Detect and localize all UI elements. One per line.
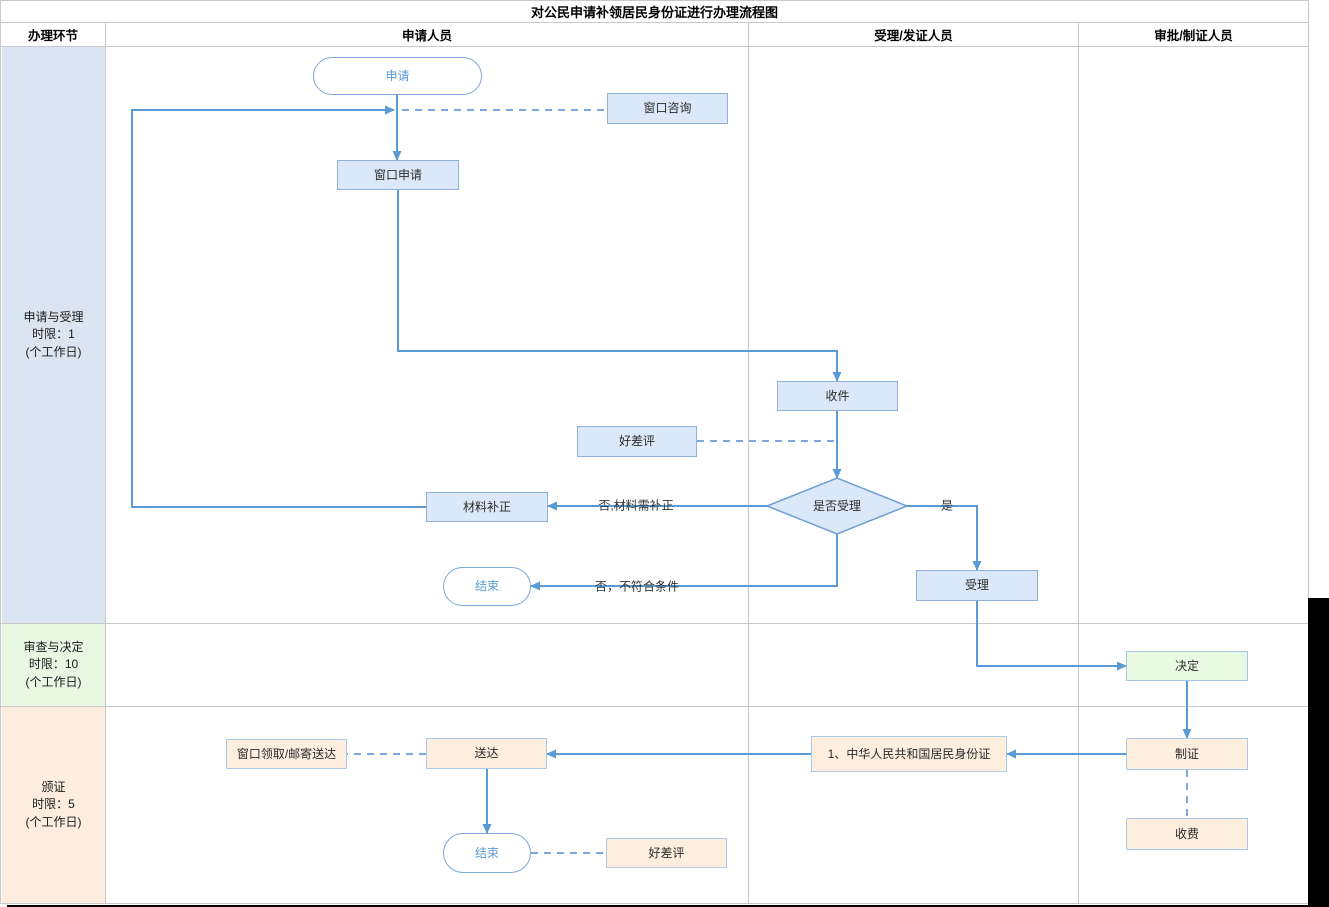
node-make-cert: 制证 (1126, 738, 1248, 770)
header-row-divider (1, 46, 1308, 47)
node-start: 申请 (313, 57, 482, 95)
node-accept-decision: 是否受理 (812, 498, 861, 513)
lane-label-application-acceptance: 申请与受理 时限：1 (个工作日) (2, 47, 105, 623)
screen-background-right (1308, 598, 1329, 907)
node-accept: 受理 (916, 570, 1038, 601)
edge-label-decision-yes-accept: 是 (940, 498, 954, 513)
header-acceptance-staff: 受理/发证人员 (874, 28, 953, 43)
column1-divider (105, 22, 106, 903)
screen-background-bottom (7, 905, 1329, 907)
edge-label-decision-no-end: 否，不符合条件 (594, 579, 680, 594)
node-pickup-mail: 窗口领取/邮寄送达 (226, 739, 347, 769)
diagram-title: 对公民申请补领居民身份证进行办理流程图 (530, 5, 778, 20)
lane1-divider (1, 623, 1308, 624)
lane-label-certificate-issue: 颁证 时限：5 (个工作日) (2, 707, 105, 903)
node-deliver: 送达 (426, 738, 547, 769)
node-charge: 收费 (1126, 818, 1248, 850)
node-window-consult: 窗口咨询 (607, 93, 728, 124)
node-supplement: 材料补正 (426, 492, 548, 522)
node-decide: 决定 (1126, 651, 1248, 681)
lane-label-review-decision: 审查与决定 时限：10 (个工作日) (2, 624, 105, 706)
header-approval-staff: 审批/制证人员 (1154, 28, 1233, 43)
column2-divider (748, 22, 749, 903)
edge-label-decision-no-supplement: 否,材料需补正 (598, 498, 674, 513)
node-evaluate-2: 好差评 (606, 838, 727, 868)
node-end-2: 结束 (443, 833, 531, 873)
node-end-1: 结束 (443, 567, 531, 606)
node-evaluate-1: 好差评 (577, 426, 697, 457)
lane2-divider (1, 706, 1308, 707)
header-applicant: 申请人员 (401, 28, 452, 43)
header-process-stage: 办理环节 (27, 28, 78, 43)
column3-divider (1078, 22, 1079, 903)
node-id-card: 1、中华人民共和国居民身份证 (811, 736, 1007, 772)
title-row-divider (1, 22, 1308, 23)
node-window-apply: 窗口申请 (337, 160, 459, 190)
node-receive: 收件 (777, 381, 898, 411)
